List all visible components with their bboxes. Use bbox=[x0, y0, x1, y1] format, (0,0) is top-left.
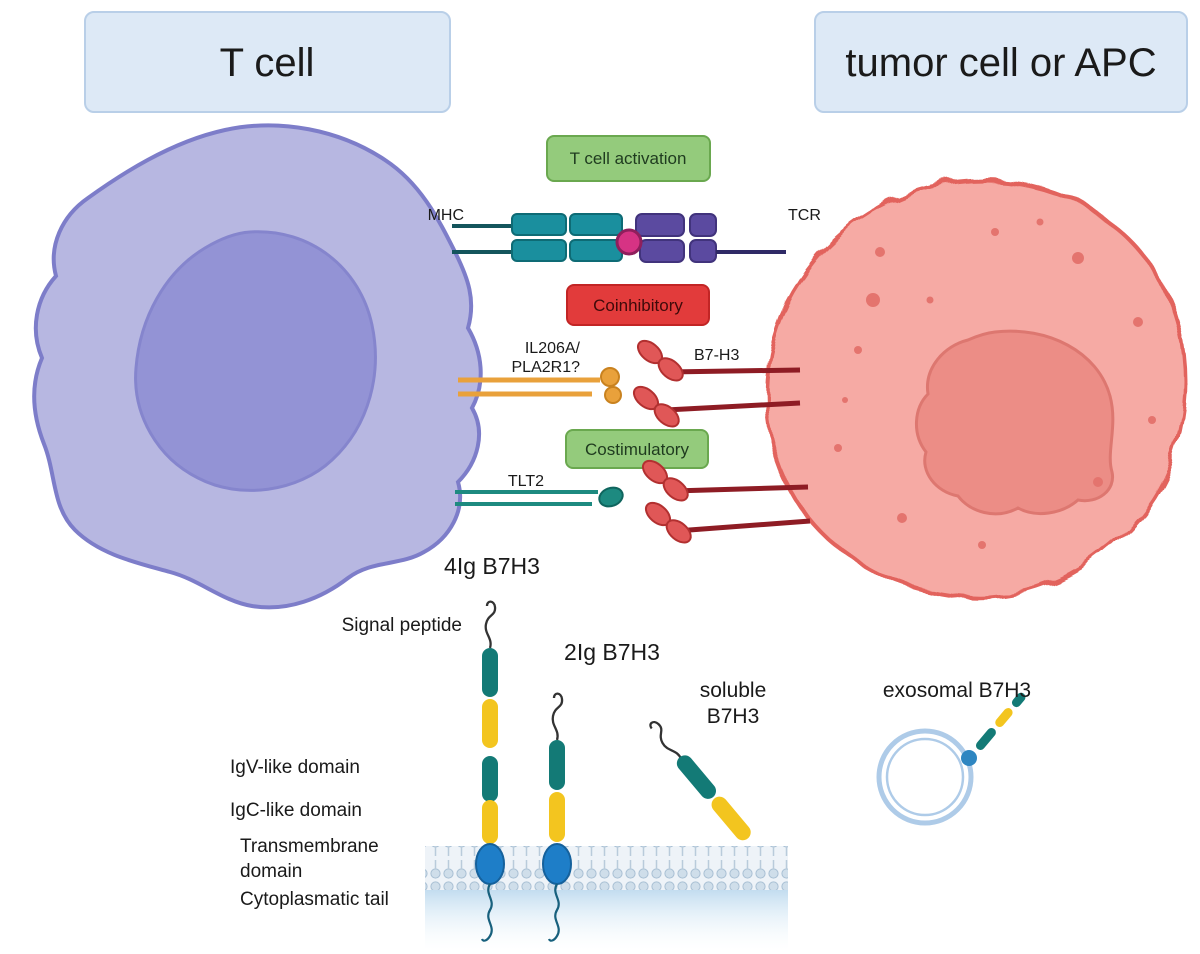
tlt2-receptor: TLT2 bbox=[455, 473, 624, 508]
transmembrane-label-line2: domain bbox=[240, 861, 302, 882]
b7h3-label: B7-H3 bbox=[694, 347, 739, 364]
exosome-inner-ring bbox=[885, 737, 965, 817]
unknown-receptor-head-upper bbox=[600, 367, 620, 387]
signal-peptide-label: Signal peptide bbox=[342, 615, 462, 636]
unknown-receptor-label-line1: IL206A/ bbox=[525, 340, 581, 357]
domain-labels: Signal peptide IgV-like domain IgC-like … bbox=[230, 615, 462, 910]
b7h3-molecule bbox=[628, 381, 684, 432]
mhc-label: MHC bbox=[428, 207, 464, 224]
exosomal-b7h3-molecule bbox=[975, 692, 1026, 750]
b7h3-stem bbox=[667, 367, 801, 375]
unknown-receptor-label-line2: PLA2R1? bbox=[512, 359, 581, 376]
two-ig-label: 2Ig B7H3 bbox=[564, 639, 660, 665]
b7h3-molecule bbox=[640, 497, 696, 548]
activation-box bbox=[546, 135, 711, 182]
tcr-label: TCR bbox=[788, 207, 821, 224]
cytoplasm-gradient bbox=[425, 890, 788, 950]
four-ig-label: 4Ig B7H3 bbox=[444, 553, 540, 579]
igc-like-label: IgC-like domain bbox=[230, 800, 362, 821]
tumor-cell-granules bbox=[834, 218, 1156, 549]
b7h3-stem bbox=[665, 400, 801, 413]
four-ig-b7h3 bbox=[475, 600, 505, 942]
costimulatory-label: Costimulatory bbox=[585, 440, 689, 459]
unknown-receptor: IL206A/ PLA2R1? bbox=[458, 340, 622, 404]
igv-like-label: IgV-like domain bbox=[230, 757, 360, 778]
igc-domain bbox=[549, 792, 565, 842]
t-cell bbox=[32, 123, 483, 610]
tlt2-label: TLT2 bbox=[508, 473, 544, 490]
igv-domain bbox=[482, 648, 498, 697]
soluble-b7h3 bbox=[646, 718, 751, 841]
igc-domain bbox=[482, 800, 498, 844]
costimulatory-signal: Costimulatory bbox=[565, 429, 709, 469]
igc-domain bbox=[482, 699, 498, 748]
tcr-molecule bbox=[635, 213, 717, 263]
b7h3-stem bbox=[675, 518, 811, 534]
b7h3-upper-group: B7-H3 bbox=[628, 335, 801, 432]
tumor-title-label: tumor cell or APC bbox=[845, 41, 1156, 85]
mhc-tcr-complex: MHC TCR bbox=[428, 207, 821, 263]
igv-domain bbox=[549, 740, 565, 790]
tumor-title-box bbox=[814, 11, 1188, 113]
b7h3-lower-group bbox=[637, 455, 811, 548]
b7h3-stem bbox=[672, 484, 809, 494]
igv-domain bbox=[482, 756, 498, 802]
mhc-molecule bbox=[511, 213, 623, 262]
t-cell-title-box bbox=[84, 11, 451, 113]
transmembrane-domain bbox=[475, 843, 505, 885]
exosome-outer-ring bbox=[876, 728, 974, 826]
antigen-peptide bbox=[615, 228, 643, 256]
activation-signal: T cell activation bbox=[546, 135, 711, 182]
igc-domain bbox=[711, 796, 751, 841]
two-ig-b7h3 bbox=[542, 692, 572, 942]
costimulatory-box bbox=[565, 429, 709, 469]
exosomal-b7h3 bbox=[876, 692, 1026, 826]
soluble-label-line2: B7H3 bbox=[707, 705, 760, 728]
soluble-label-line1: soluble bbox=[700, 679, 767, 702]
exosomal-label: exosomal B7H3 bbox=[883, 679, 1031, 702]
signal-peptide-squiggle bbox=[646, 718, 687, 763]
coinhibitory-box bbox=[566, 284, 710, 326]
unknown-receptor-head-lower bbox=[604, 386, 622, 404]
igv-domain bbox=[975, 727, 996, 750]
cytoplasmatic-tail-label: Cytoplasmatic tail bbox=[240, 889, 389, 910]
t-cell-title-label: T cell bbox=[220, 41, 315, 85]
tumor-cell-nucleus bbox=[914, 329, 1115, 516]
igc-domain bbox=[995, 708, 1013, 728]
exosome-anchor bbox=[961, 750, 977, 766]
signal-peptide-squiggle bbox=[484, 600, 497, 650]
tumor-title: tumor cell or APC bbox=[814, 11, 1188, 113]
igv-domain bbox=[1011, 692, 1026, 708]
t-cell-nucleus bbox=[134, 230, 377, 492]
b7h3-molecule bbox=[632, 335, 688, 386]
transmembrane-domain bbox=[542, 843, 572, 885]
t-cell-title: T cell bbox=[84, 11, 451, 113]
coinhibitory-label: Coinhibitory bbox=[593, 296, 683, 315]
tumor-cell bbox=[763, 177, 1188, 600]
igv-domain bbox=[676, 755, 716, 799]
signal-peptide-squiggle bbox=[551, 692, 564, 742]
coinhibitory-signal: Coinhibitory bbox=[566, 284, 710, 326]
activation-label: T cell activation bbox=[570, 149, 687, 168]
isoform-labels: 4Ig B7H3 2Ig B7H3 soluble B7H3 exosomal … bbox=[444, 553, 1031, 728]
tlt2-head bbox=[598, 486, 624, 508]
transmembrane-label-line1: Transmembrane bbox=[240, 836, 379, 857]
